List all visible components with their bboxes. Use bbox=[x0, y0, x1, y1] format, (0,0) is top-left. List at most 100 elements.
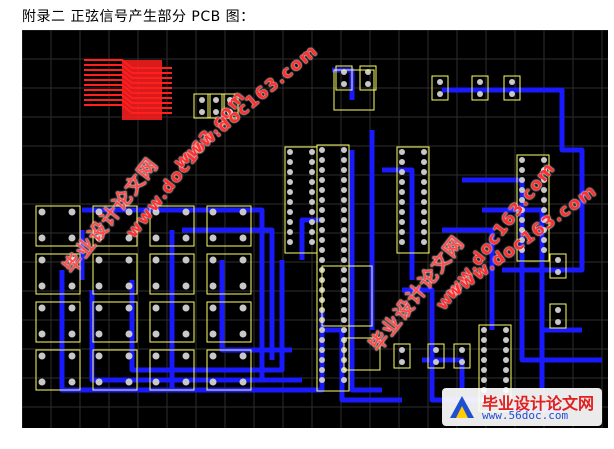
ic-right-pad bbox=[421, 229, 427, 235]
keypad-pad bbox=[68, 352, 76, 360]
keypad-pad bbox=[125, 208, 133, 216]
keypad-pad bbox=[152, 282, 160, 290]
ic-main-pad bbox=[341, 197, 347, 203]
keypad-pad bbox=[38, 234, 46, 242]
small-component-outline bbox=[549, 303, 567, 329]
footer-logo-text: 毕业设计论文网 bbox=[482, 394, 595, 413]
trace-blue bbox=[462, 177, 602, 363]
small-component-outline bbox=[503, 75, 521, 101]
component-pad bbox=[459, 347, 465, 353]
keypad-outline bbox=[149, 205, 195, 247]
ic-bottom-right-pad bbox=[503, 357, 509, 363]
keypad-pad bbox=[125, 330, 133, 338]
ic-far-right-pad bbox=[519, 187, 525, 193]
component-pad bbox=[437, 91, 443, 97]
ic-main-pad bbox=[341, 157, 347, 163]
keypad-pad bbox=[68, 208, 76, 216]
ic-main-pad bbox=[341, 277, 347, 283]
ic-left-pad bbox=[287, 199, 293, 205]
keypad-pad bbox=[182, 378, 190, 386]
keypad-pad bbox=[182, 330, 190, 338]
ic-left-pad bbox=[309, 179, 315, 185]
ic-left-pad bbox=[287, 189, 293, 195]
capacitor-outline bbox=[343, 337, 381, 371]
keypad-pad bbox=[209, 352, 217, 360]
keypad-pad bbox=[152, 256, 160, 264]
keypad-pad bbox=[239, 256, 247, 264]
connector-outline bbox=[333, 69, 375, 111]
ic-main-pad bbox=[319, 247, 325, 253]
ic-left-pad bbox=[309, 219, 315, 225]
keypad-pad bbox=[239, 208, 247, 216]
ic-left-pad bbox=[287, 169, 293, 175]
keypad-pad bbox=[95, 304, 103, 312]
ic-left-pad bbox=[287, 149, 293, 155]
ic-far-right-pad bbox=[541, 227, 547, 233]
ic-left-pad bbox=[309, 189, 315, 195]
ic-far-right-pad bbox=[541, 247, 547, 253]
keypad-pad bbox=[182, 234, 190, 242]
keypad-pad bbox=[38, 304, 46, 312]
keypad-pad bbox=[209, 330, 217, 338]
footer-logo: 毕业设计论文网 www.56doc.com bbox=[442, 388, 602, 426]
ic-right-pad bbox=[399, 209, 405, 215]
component-pad bbox=[399, 347, 405, 353]
keypad-pad bbox=[182, 282, 190, 290]
ic-far-right-pad bbox=[541, 207, 547, 213]
keypad-pad bbox=[152, 208, 160, 216]
ic-main-pad bbox=[319, 207, 325, 213]
small-component-outline bbox=[427, 343, 445, 369]
keypad-pad bbox=[125, 256, 133, 264]
ic-left-pad bbox=[309, 169, 315, 175]
keypad-pad bbox=[209, 378, 217, 386]
logo-mark-icon bbox=[450, 396, 474, 418]
ic-main-pad bbox=[341, 167, 347, 173]
small-component-outline bbox=[549, 253, 567, 279]
ic-main-pad bbox=[319, 157, 325, 163]
ic-main-pad bbox=[319, 217, 325, 223]
ic-left-pad bbox=[287, 229, 293, 235]
ic-far-right-pad bbox=[519, 167, 525, 173]
keypad-pad bbox=[182, 208, 190, 216]
keypad-pad bbox=[209, 282, 217, 290]
ic-right-pad bbox=[421, 209, 427, 215]
crystal-outline bbox=[321, 265, 373, 327]
ic-left-pad bbox=[309, 239, 315, 245]
ic-bottom-right-pad bbox=[481, 337, 487, 343]
ic-main-pad bbox=[341, 177, 347, 183]
ic-right-pad bbox=[399, 149, 405, 155]
trace-blue bbox=[539, 290, 582, 333]
ic-main-pad bbox=[319, 177, 325, 183]
component-pad bbox=[227, 109, 233, 115]
ic-left-pad bbox=[287, 219, 293, 225]
ic-main-pad bbox=[341, 257, 347, 263]
ic-far-right-pad bbox=[541, 167, 547, 173]
keypad-pad bbox=[152, 330, 160, 338]
ic-main-pad bbox=[319, 237, 325, 243]
component-pad bbox=[459, 359, 465, 365]
component-pad bbox=[341, 81, 347, 87]
ic-main-pad bbox=[341, 247, 347, 253]
ic-far-right-pad bbox=[519, 217, 525, 223]
keypad-pad bbox=[152, 304, 160, 312]
trace-blue bbox=[89, 290, 302, 383]
ic-bottom-right-pad bbox=[503, 367, 509, 373]
keypad-pad bbox=[38, 256, 46, 264]
ic-far-right-pad bbox=[519, 177, 525, 183]
keypad-pad bbox=[152, 234, 160, 242]
keypad-pad bbox=[95, 208, 103, 216]
ic-main-pad bbox=[341, 307, 347, 313]
ic-right-pad bbox=[399, 219, 405, 225]
keypad-pad bbox=[68, 234, 76, 242]
ic-bottom-right-pad bbox=[481, 377, 487, 383]
ic-bottom-right-pad bbox=[481, 367, 487, 373]
keypad-outline bbox=[92, 349, 138, 391]
ic-main-pad bbox=[319, 327, 325, 333]
ic-main-pad bbox=[341, 317, 347, 323]
ic-right-pad bbox=[399, 169, 405, 175]
component-pad bbox=[555, 307, 561, 313]
keypad-pad bbox=[68, 282, 76, 290]
component-pad bbox=[199, 109, 205, 115]
keypad-pad bbox=[38, 330, 46, 338]
ic-main-pad bbox=[319, 187, 325, 193]
